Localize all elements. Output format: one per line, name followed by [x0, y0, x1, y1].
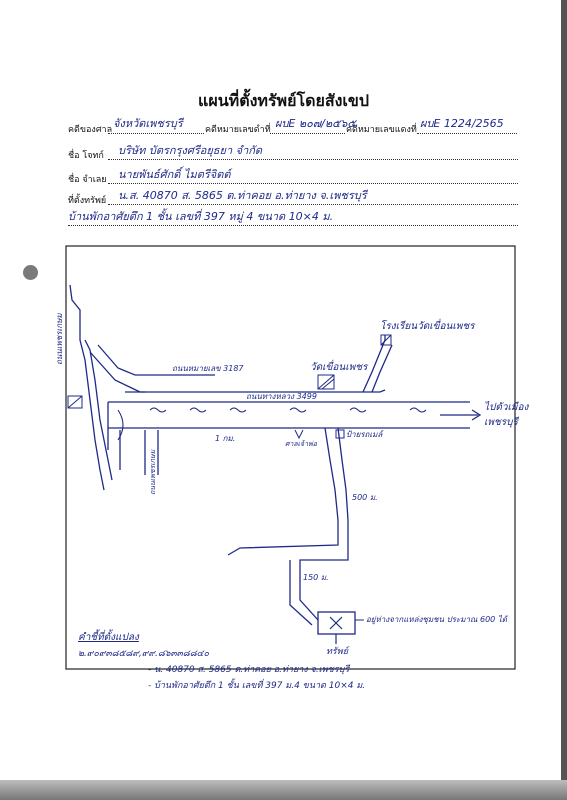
page-edge	[561, 0, 567, 800]
court-row: คดีของศาล	[68, 122, 112, 136]
legend-heading: คำชี้ที่ตั้งแปลง	[78, 632, 139, 643]
red-case-value: ผบE 1224/2565	[420, 117, 504, 130]
label-road-main: ถนนทางหลวง 3499	[246, 392, 317, 401]
legend-line-1: - น. 40870 ส. 5865 ต.ท่าคอย อ.ท่ายาง จ.เ…	[148, 665, 350, 675]
plaintiff-label: ชื่อ โจทก์	[68, 151, 104, 161]
label-to-city-2: เพชรบุรี	[484, 416, 520, 428]
label-to-city-1: ไปตัวเมือง	[484, 401, 530, 413]
label-road-branch: ถนนเพชรเกษม	[149, 449, 157, 495]
label-property-note: อยู่ห่างจากแหล่งชุมชน ประมาณ 600 ได้	[366, 614, 509, 625]
label-temple: วัดเขื่อนเพชร	[310, 359, 369, 373]
label-dist-150: 150 ม.	[303, 573, 329, 582]
red-case-label: คดีหมายเลขแดงที่	[346, 125, 417, 135]
label-road-left: ถนนเพชรเกษม	[55, 313, 64, 365]
label-dist-500: 500 ม.	[352, 493, 378, 502]
house-line: บ้านพักอาศัยตึก 1 ชั้น เลขที่ 397 หมู่ 4…	[68, 210, 334, 223]
map-frame	[65, 245, 516, 670]
defendant-value: นายพันธ์ศักดิ์ ไมตรีจิตต์	[118, 168, 231, 181]
property-value: น.ส. 40870 ส. 5865 ต.ท่าคอย อ.ท่ายาง จ.เ…	[118, 189, 367, 202]
defendant-label: ชื่อ จำเลย	[68, 175, 107, 185]
page-bottom-edge	[0, 780, 567, 800]
label-bus-stop: ป้ายรถเมล์	[346, 429, 384, 439]
label-property: ทรัพย์	[326, 646, 350, 657]
property-label: ที่ตั้งทรัพย์	[68, 196, 107, 206]
label-distance-1: 1 กม.	[215, 434, 235, 443]
document-title: แผนที่ตั้งทรัพย์โดยสังเขป	[198, 91, 369, 110]
legend-line-2: - บ้านพักอาศัยตึก 1 ชั้น เลขที่ 397 ม.4 …	[148, 681, 366, 691]
label-shrine: ศาลเจ้าพ่อ	[285, 440, 318, 448]
black-case-label: คดีหมายเลขดำที่	[205, 125, 271, 135]
label-road-top: ถนนหมายเลข 3187	[172, 364, 244, 373]
black-case-value: ผบE ๒๐๗/๒๕๖๕	[275, 117, 356, 130]
punch-hole	[23, 265, 38, 280]
court-value: จังหวัดเพชรบุรี	[113, 117, 183, 130]
court-label: คดีของศาล	[68, 125, 113, 135]
label-school: โรงเรียนวัดเขื่อนเพชร	[380, 318, 476, 332]
legend-coords: ๒.๙๐๙๓๘๕๘๙,๙๙.๘๖๓๓๘๘๔๐	[78, 649, 209, 659]
plaintiff-value: บริษัท บัตรกรุงศรีอยุธยา จำกัด	[118, 144, 263, 157]
